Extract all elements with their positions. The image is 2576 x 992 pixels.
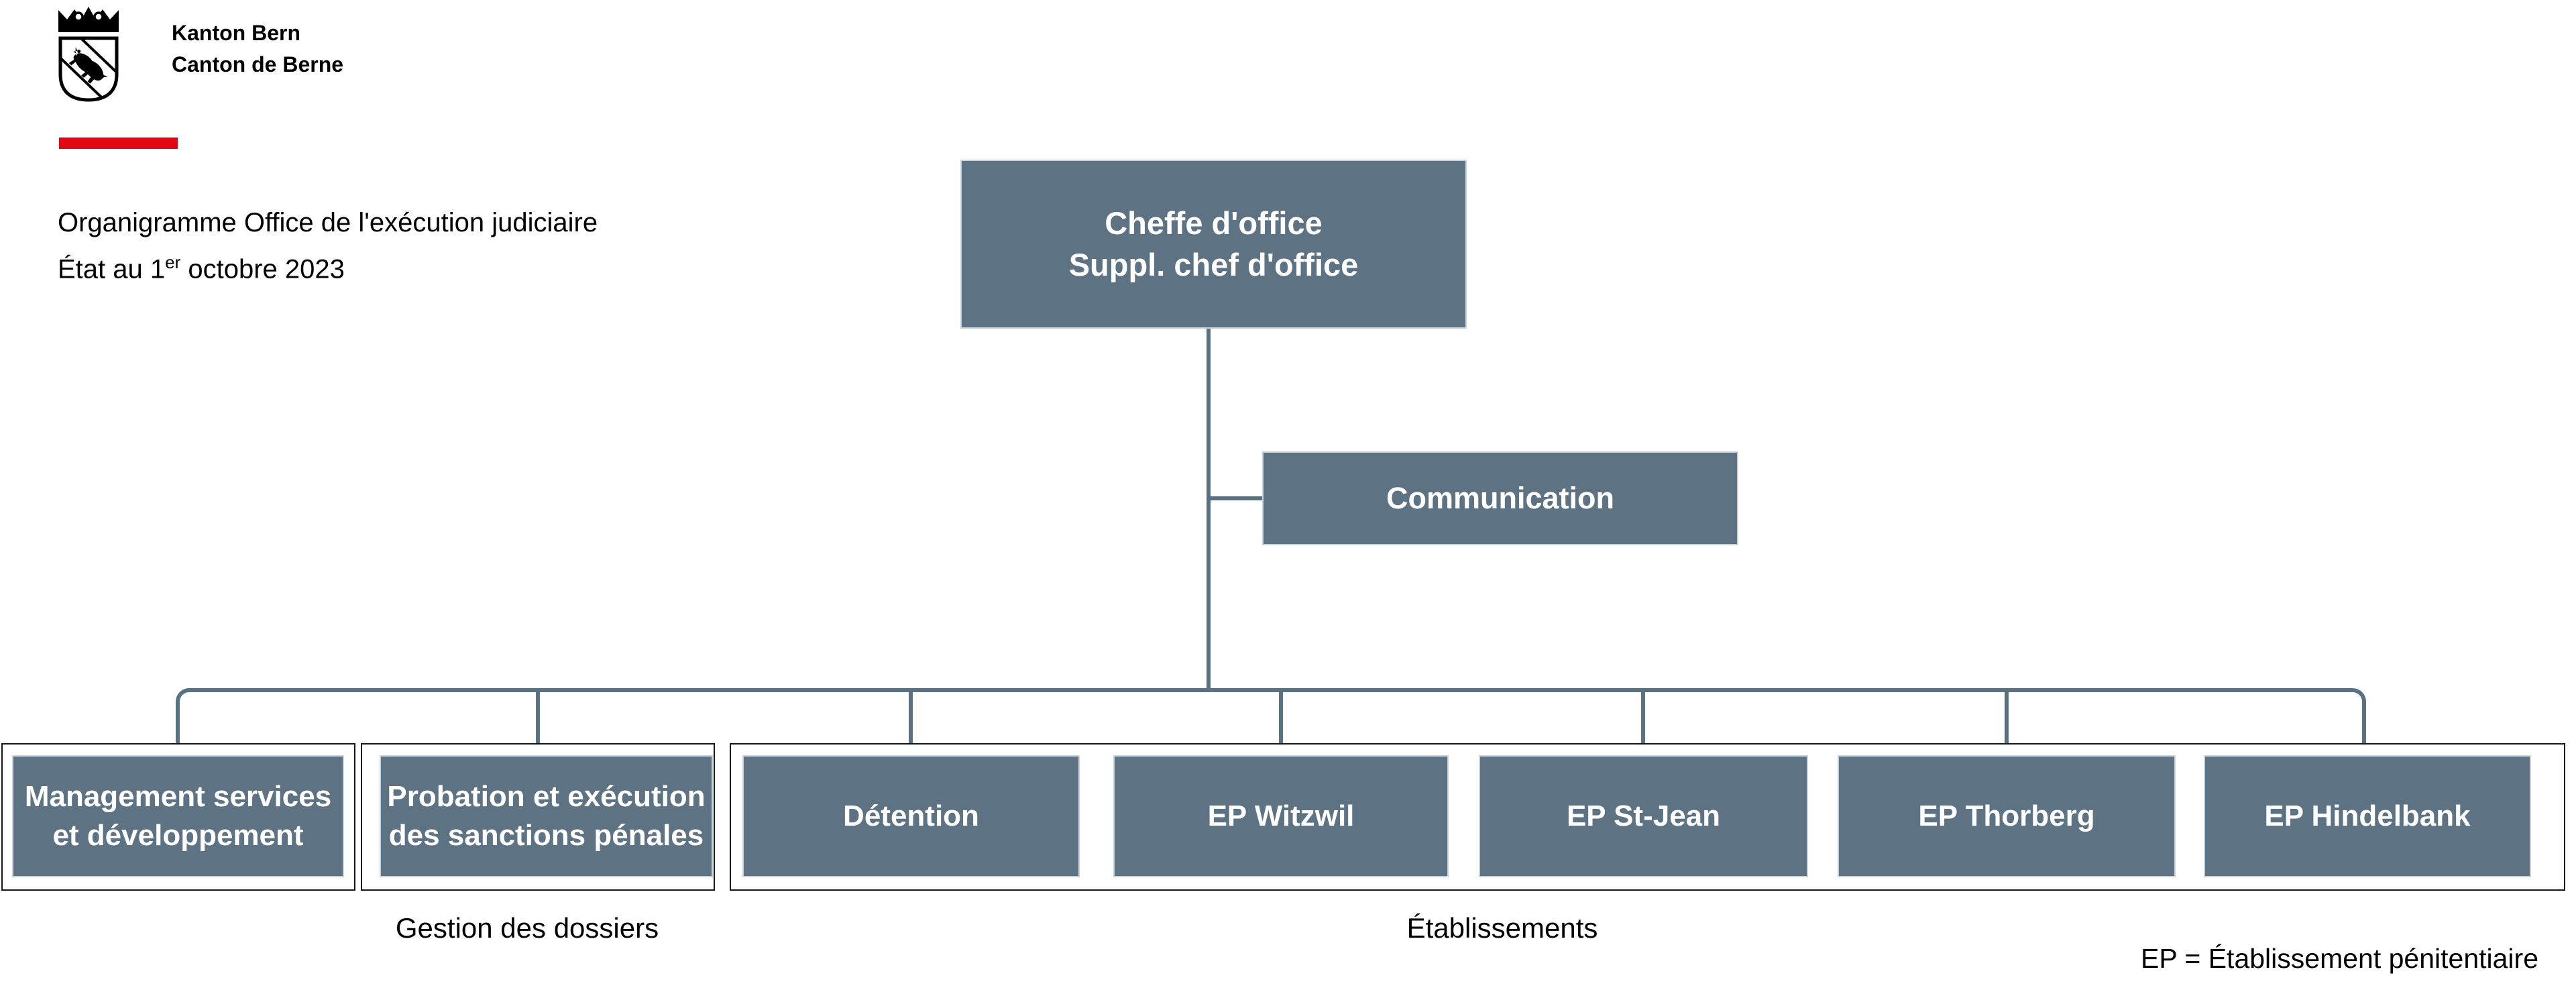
footnote-ep-abbreviation: EP = Établissement pénitentiaire bbox=[2141, 943, 2538, 974]
org-box-detention: Détention bbox=[742, 755, 1080, 877]
group-label-gestion-des-dossiers: Gestion des dossiers bbox=[395, 912, 659, 944]
status-date-line: État au 1er octobre 2023 bbox=[58, 252, 345, 284]
org-box-label: EP Thorberg bbox=[1918, 800, 2095, 832]
org-box-thorberg: EP Thorberg bbox=[1838, 755, 2176, 877]
connector-drop-witzwil bbox=[1279, 688, 1283, 745]
org-box-label: Management services et développement bbox=[24, 780, 332, 852]
canton-name-fr: Canton de Berne bbox=[172, 52, 344, 76]
org-box-label: EP Hindelbank bbox=[2264, 800, 2471, 832]
date-superscript: er bbox=[165, 252, 181, 272]
org-box-management: Management services et développement bbox=[12, 755, 344, 877]
org-box-stjean: EP St-Jean bbox=[1479, 755, 1808, 877]
connector-drop-thorberg bbox=[2005, 688, 2009, 745]
canton-wordmark: Kanton Bern Canton de Berne bbox=[172, 17, 343, 80]
org-box-communication: Communication bbox=[1262, 451, 1738, 545]
connector-drop-probation bbox=[536, 688, 540, 745]
canton-name-de: Kanton Bern bbox=[172, 21, 300, 45]
connector-trunk bbox=[1207, 327, 1211, 692]
org-box-label: Cheffe d'office Suppl. chef d'office bbox=[1068, 205, 1359, 282]
org-box-label: EP Witzwil bbox=[1207, 800, 1355, 832]
org-box-label: Détention bbox=[843, 800, 979, 832]
group-container-etablissements: Détention EP Witzwil EP St-Jean EP Thorb… bbox=[730, 743, 2565, 891]
org-box-label: Communication bbox=[1386, 481, 1614, 515]
org-box-probation: Probation et exécution des sanctions pén… bbox=[380, 755, 713, 877]
group-container-probation: Probation et exécution des sanctions pén… bbox=[361, 743, 715, 891]
connector-communication-stub bbox=[1209, 496, 1266, 500]
document-header: Organigramme Office de l'exécution judic… bbox=[58, 203, 598, 289]
connector-drop-detention bbox=[909, 688, 913, 745]
connector-drop-stjean bbox=[1641, 688, 1645, 745]
org-box-cheffe-office: Cheffe d'office Suppl. chef d'office bbox=[960, 160, 1467, 329]
page-title: Organigramme Office de l'exécution judic… bbox=[58, 208, 598, 237]
group-label-etablissements: Établissements bbox=[1406, 912, 1598, 944]
group-container-management: Management services et développement bbox=[1, 743, 355, 891]
bern-coat-of-arms-icon bbox=[56, 2, 121, 103]
org-box-label: EP St-Jean bbox=[1566, 800, 1721, 832]
org-box-label: Probation et exécution des sanctions pén… bbox=[387, 780, 706, 852]
org-box-witzwil: EP Witzwil bbox=[1113, 755, 1449, 877]
brand-red-bar bbox=[59, 137, 178, 149]
connector-distribution-line bbox=[176, 688, 2366, 746]
org-box-hindelbank: EP Hindelbank bbox=[2204, 755, 2531, 877]
